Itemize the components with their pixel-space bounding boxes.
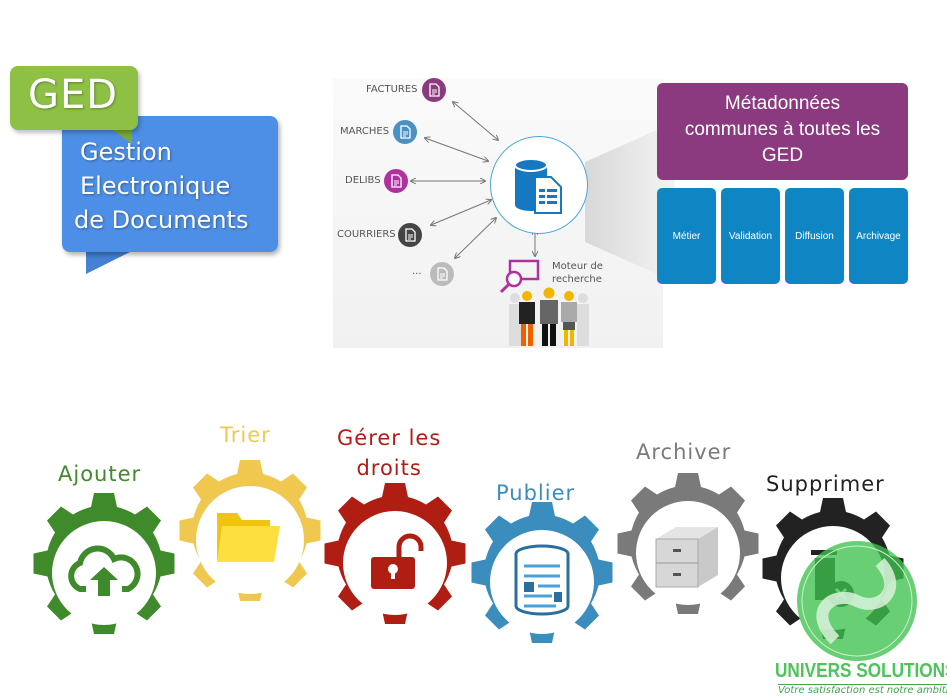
label-publier: Publier xyxy=(496,481,576,505)
arrow-courriers xyxy=(431,200,491,225)
label-gerer-line-1: Gérer les xyxy=(337,426,442,450)
metadata-column-metier: Métier xyxy=(657,188,716,284)
connector-arrows xyxy=(333,78,663,348)
source-more-icon xyxy=(430,262,454,286)
metadata-title-line-1: Métadonnées xyxy=(724,93,841,114)
metadata-column-archivage: Archivage xyxy=(849,188,908,284)
metadata-title-box: Métadonnées communes à toutes les GED xyxy=(657,83,908,180)
title-line-2: Electronique xyxy=(80,172,231,200)
search-engine-label: Moteur de recherche xyxy=(552,260,603,286)
gear-ajouter xyxy=(33,493,175,634)
source-label-delibs: DELIBS xyxy=(345,175,381,186)
metadata-title-line-2: communes à toutes les xyxy=(684,119,881,140)
brand-logo-icon xyxy=(797,541,917,661)
source-label-courriers: COURRIERS xyxy=(337,229,396,240)
brand-tagline: Votre satisfaction est notre ambition xyxy=(778,684,947,696)
brand-name: UNIVERS SOLUTIONS xyxy=(775,660,947,682)
users-group-icon xyxy=(509,287,589,346)
metadata-title-line-3: GED xyxy=(761,145,804,166)
bubble-tail xyxy=(86,250,134,274)
label-archiver: Archiver xyxy=(636,440,732,464)
arrow-more xyxy=(455,218,496,258)
filing-cabinet-icon xyxy=(655,527,718,588)
central-repository xyxy=(490,136,588,234)
source-marches-icon xyxy=(393,120,417,144)
cloud-upload-icon xyxy=(68,545,141,596)
source-delibs-icon xyxy=(384,169,408,193)
badge-tail xyxy=(110,128,132,144)
search-engine-icon xyxy=(499,259,540,294)
document-scroll-icon xyxy=(514,544,570,616)
folder-icon xyxy=(217,513,280,562)
label-supprimer: Supprimer xyxy=(766,472,885,496)
label-gerer-line-2: droits xyxy=(356,456,422,480)
arrow-factures xyxy=(453,102,498,140)
ged-title-bubble: Gestion Electronique de Documents xyxy=(62,116,278,252)
label-trier: Trier xyxy=(220,423,271,447)
ged-badge-text: GED xyxy=(28,72,119,118)
metadata-column-validation: Validation xyxy=(721,188,780,284)
label-ajouter: Ajouter xyxy=(58,462,142,486)
search-label-line-2: recherche xyxy=(552,274,602,285)
arrow-marches xyxy=(425,138,488,161)
search-label-line-1: Moteur de xyxy=(552,261,603,272)
source-factures-icon xyxy=(422,78,446,102)
source-label-factures: FACTURES xyxy=(366,84,418,95)
database-document-icon xyxy=(514,158,562,214)
ged-badge: GED xyxy=(10,66,138,130)
source-label-marches: MARCHES xyxy=(340,126,390,137)
title-line-3: de Documents xyxy=(74,206,249,234)
source-courriers-icon xyxy=(398,223,422,247)
label-gerer-droits: Gérer les droits xyxy=(337,423,441,483)
unlocked-padlock-icon xyxy=(371,533,424,589)
source-label-more: ... xyxy=(412,266,422,277)
gear-gerer-droits xyxy=(324,483,466,624)
metadata-column-diffusion: Diffusion xyxy=(785,188,844,284)
